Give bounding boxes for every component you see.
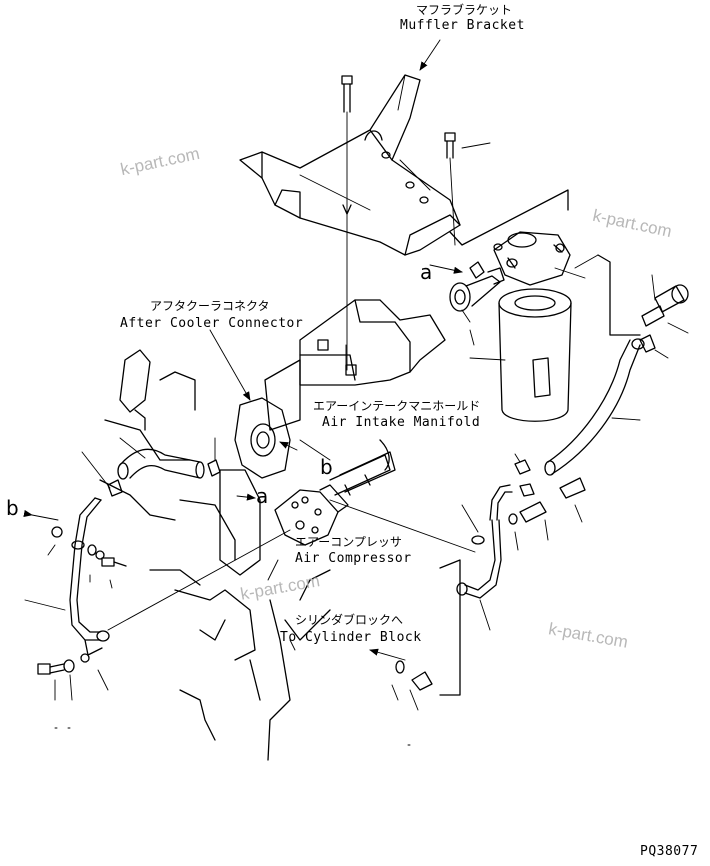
cylinder-block-label-jp: シリンダブロックへ <box>295 613 404 627</box>
hose-left <box>81 437 221 497</box>
compressor-tube-right <box>391 453 586 746</box>
hose-right <box>544 334 669 476</box>
air-compressor-label: Air Compressor <box>295 551 412 566</box>
right-bracket-line <box>449 189 689 336</box>
adapter-fitting <box>449 261 505 323</box>
bracket-bolts <box>341 75 456 371</box>
callout-b-left: b <box>6 496 19 520</box>
air-intake-label: Air Intake Manifold <box>322 415 481 430</box>
air-intake-label-jp: エアーインテークマニホールド <box>313 399 481 413</box>
after-cooler-label-jp: アフタクーラコネクタ <box>150 299 270 313</box>
cylinder-block-label: To Cylinder Block <box>280 630 422 645</box>
filter-head <box>493 231 586 286</box>
drawing-number: PQ38077 <box>640 844 699 859</box>
after-cooler-connector <box>209 329 291 479</box>
air-compressor <box>274 484 349 546</box>
callout-a-mid: a <box>256 484 269 508</box>
muffler-bracket-label-jp: マフラブラケット <box>416 3 513 17</box>
lower-bolt-left <box>37 653 109 729</box>
callout-b-mid: b <box>320 455 333 479</box>
muffler-bracket-label: Muffler Bracket <box>400 18 525 33</box>
leader-lines <box>23 39 491 661</box>
callout-a-top: a <box>420 260 433 284</box>
engine-block <box>99 299 446 761</box>
compressor-tube-left <box>24 497 291 656</box>
after-cooler-label: After Cooler Connector <box>120 316 304 331</box>
oil-filter <box>469 288 572 422</box>
intake-manifold <box>329 454 476 553</box>
air-compressor-label-jp: エアーコンプレッサ <box>295 535 402 549</box>
